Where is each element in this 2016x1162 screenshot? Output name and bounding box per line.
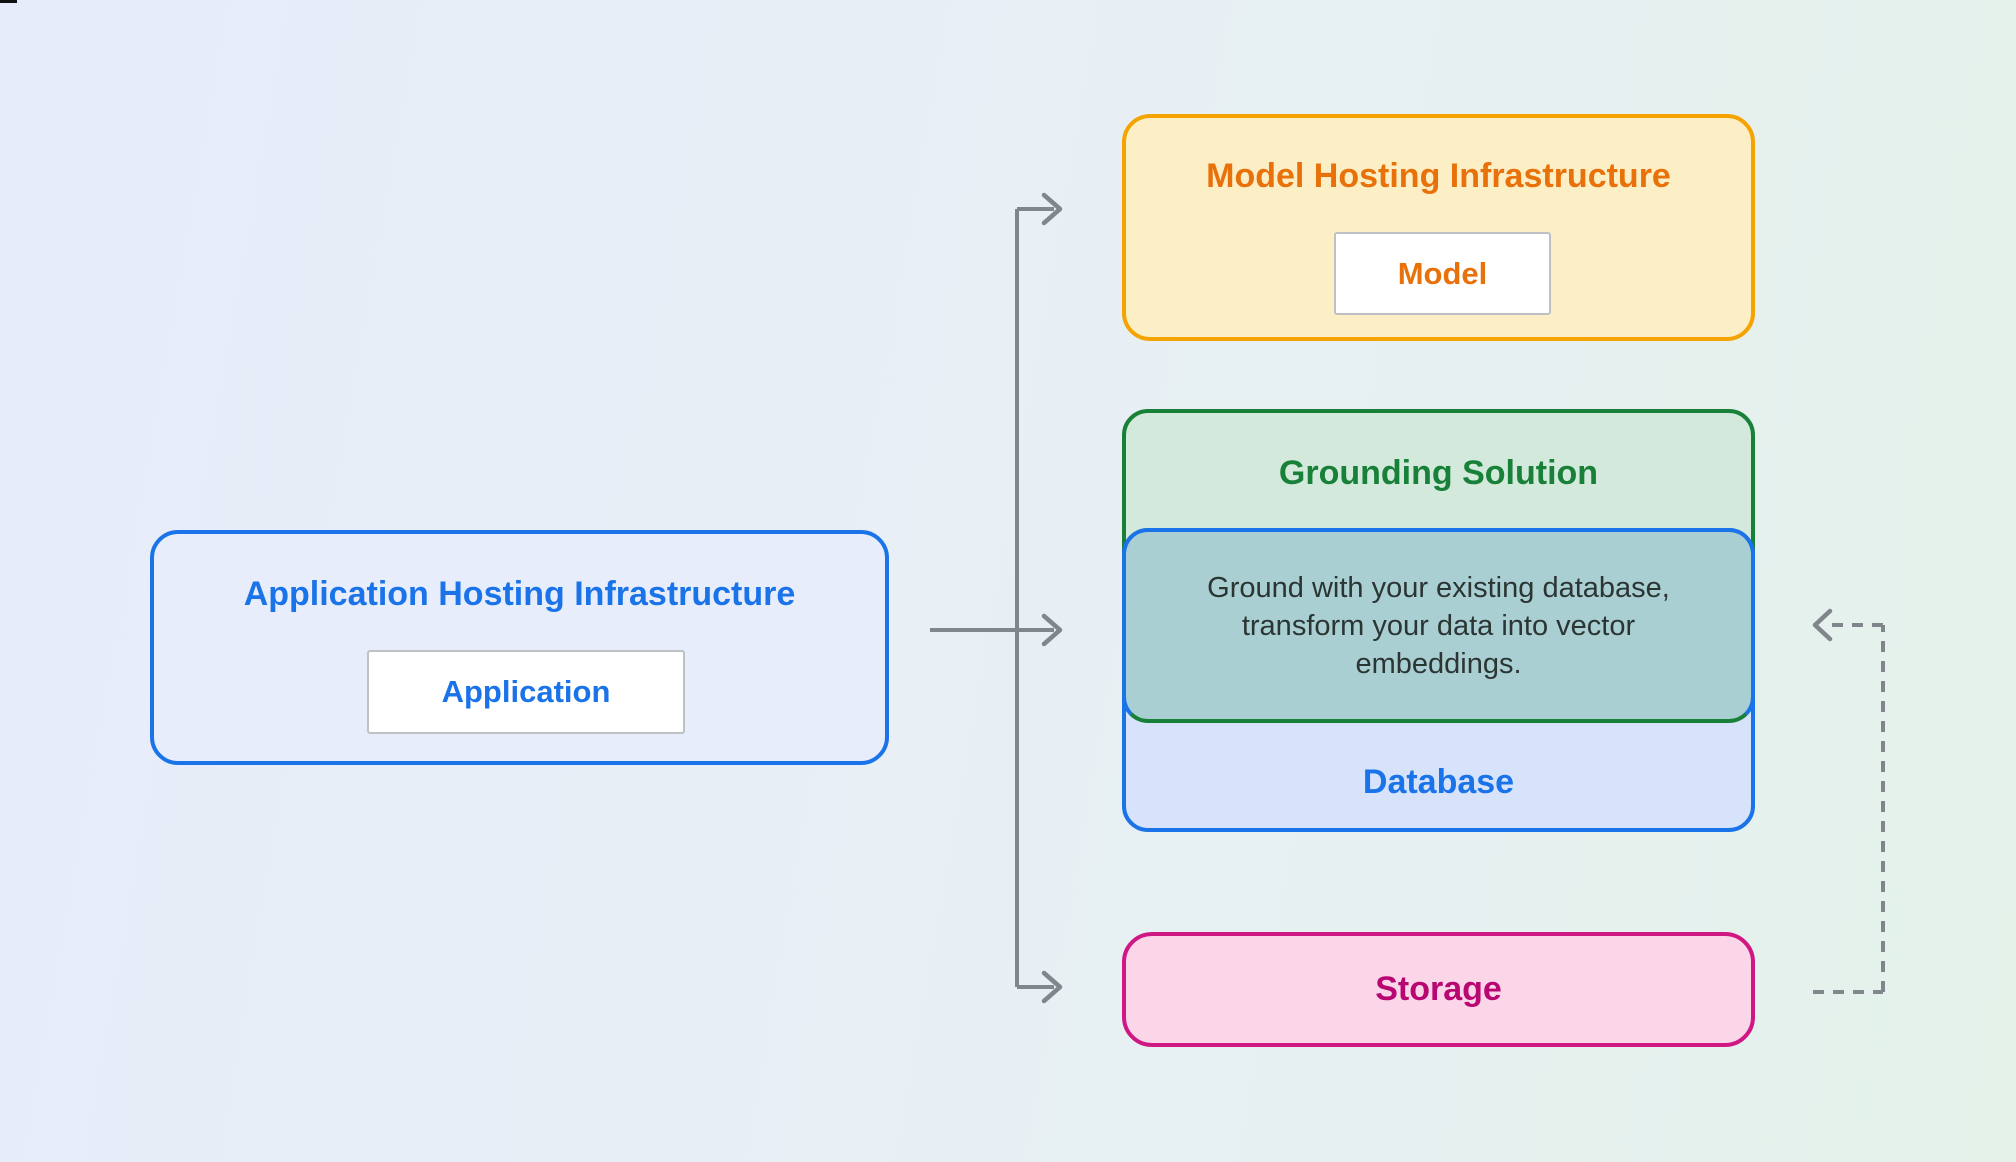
arrowhead-right-middle-icon bbox=[1041, 613, 1063, 647]
branch-connector-line bbox=[930, 207, 1054, 989]
screen-corner-artifact bbox=[0, 0, 17, 3]
application-chip: Application bbox=[367, 650, 685, 734]
grounding-note-line: embeddings. bbox=[1355, 647, 1522, 680]
arrowhead-right-bottom-icon bbox=[1041, 970, 1063, 1004]
model-chip: Model bbox=[1334, 232, 1551, 315]
dashed-return-line bbox=[1813, 623, 1885, 994]
grounding-note-line: transform your data into vector bbox=[1241, 609, 1636, 642]
storage-title: Storage bbox=[1375, 970, 1502, 1008]
model-chip-label: Model bbox=[1397, 255, 1488, 291]
application-chip-label: Application bbox=[441, 674, 611, 709]
grounding-database-overlap-box: Ground with your existing database, tran… bbox=[1122, 528, 1755, 723]
application-hosting-title: Application Hosting Infrastructure bbox=[243, 575, 796, 613]
storage-box: Storage bbox=[1122, 932, 1755, 1047]
model-hosting-box: Model Hosting Infrastructure Model bbox=[1122, 114, 1755, 341]
model-hosting-title: Model Hosting Infrastructure bbox=[1206, 157, 1671, 195]
arrowhead-right-top-icon bbox=[1041, 192, 1063, 226]
grounding-note-line: Ground with your existing database, bbox=[1207, 571, 1670, 604]
database-title: Database bbox=[1362, 763, 1515, 801]
arrowhead-left-dashed-icon bbox=[1812, 608, 1833, 642]
grounding-solution-title: Grounding Solution bbox=[1278, 454, 1599, 492]
application-hosting-box: Application Hosting Infrastructure Appli… bbox=[150, 530, 889, 765]
